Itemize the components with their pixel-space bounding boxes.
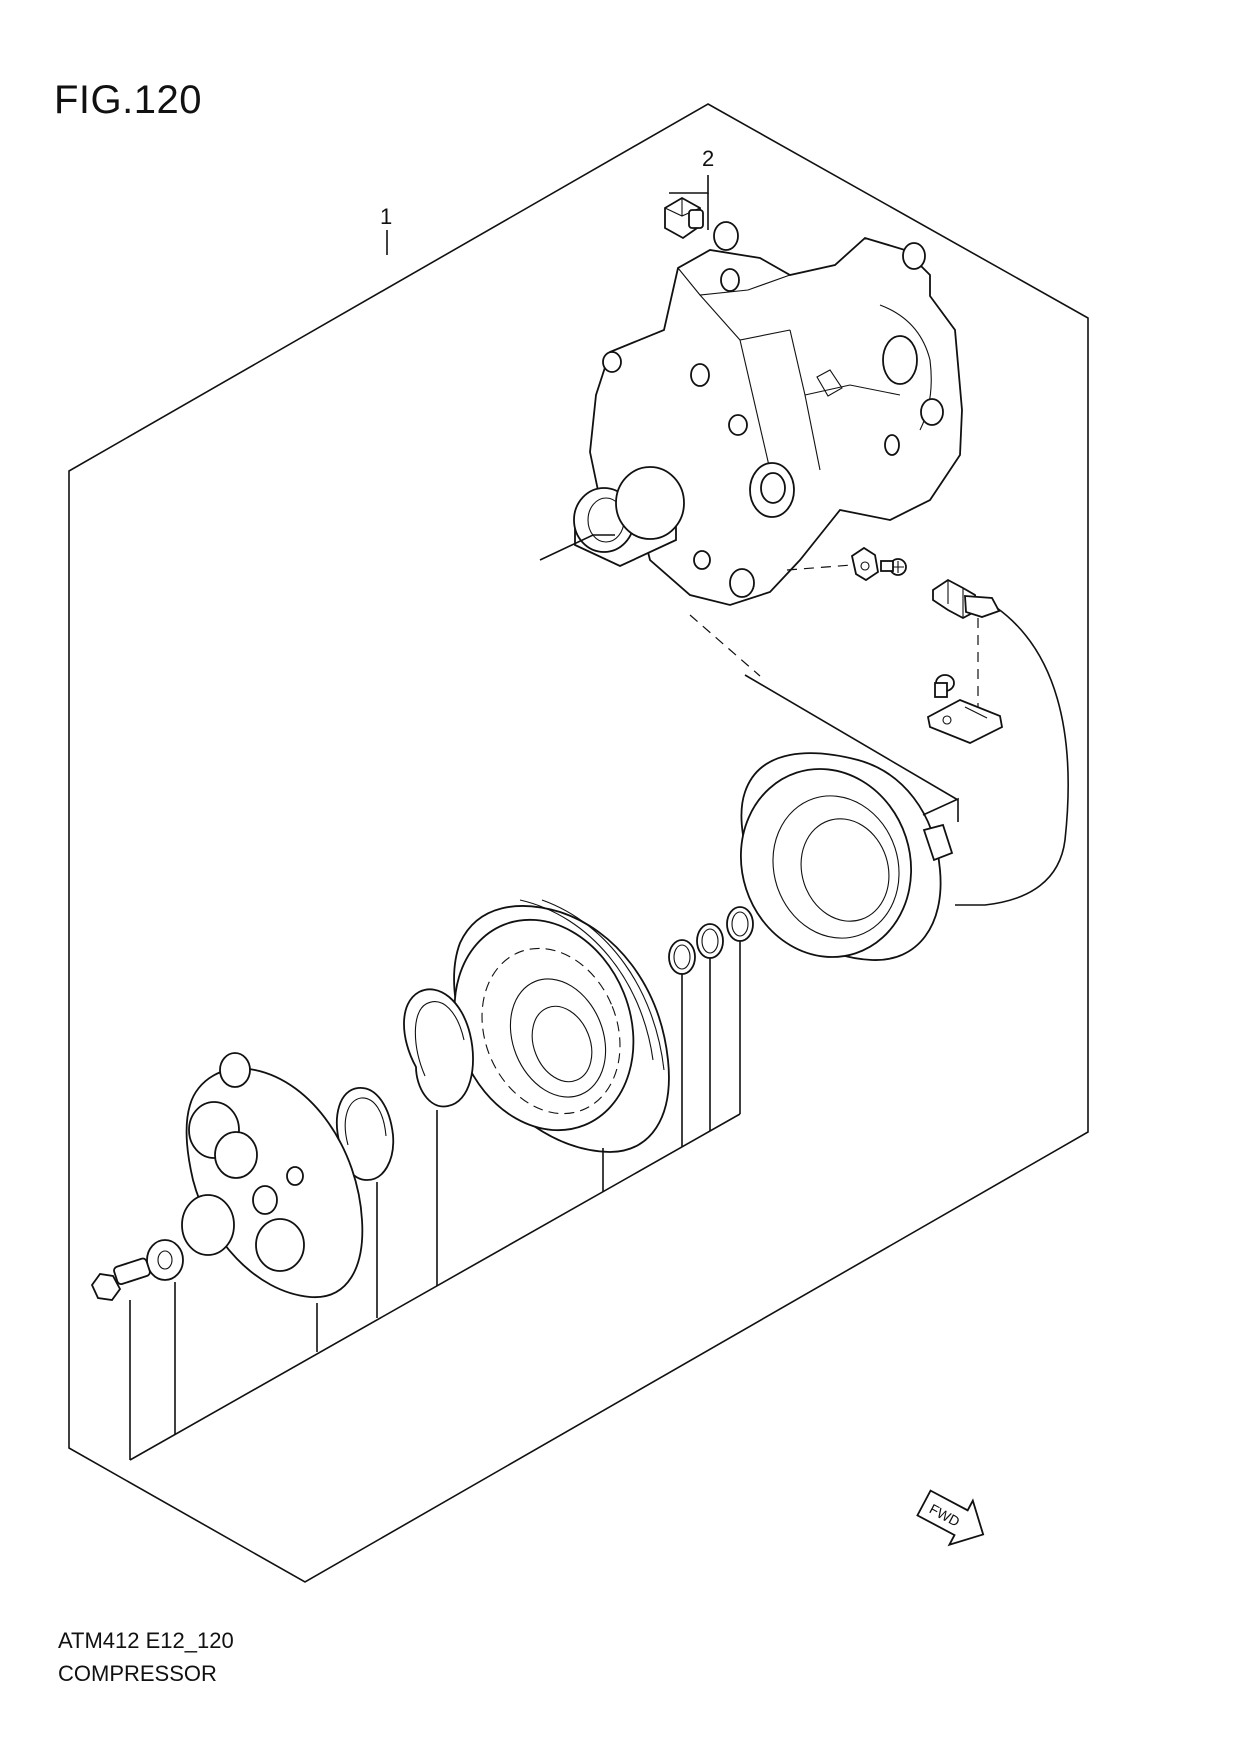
- clutch-coil: [739, 752, 954, 961]
- callout-number-1: 1: [380, 204, 392, 229]
- snap-ring-large: [403, 988, 474, 1108]
- dash-guide-bracket: [786, 564, 853, 571]
- dash-guide-shaft: [689, 614, 761, 677]
- valve-o-ring: [713, 221, 739, 251]
- callout-number-2: 2: [702, 146, 714, 171]
- sensor-screw: [934, 674, 955, 698]
- sensor-connector: [932, 578, 1069, 906]
- sensor-plate: [926, 699, 1004, 744]
- armature-plate: [181, 1052, 364, 1298]
- upper-assembly-leader: [539, 534, 615, 561]
- plate-bolt: [90, 1257, 151, 1301]
- valve-part: [664, 196, 704, 240]
- assembly-frame: [68, 103, 1089, 1583]
- callout-leader-2: [669, 175, 709, 194]
- small-bracket: [850, 546, 879, 582]
- bracket-screw: [880, 558, 907, 576]
- fwd-arrow-icon: FWD: [916, 1489, 985, 1547]
- coil-leader: [922, 797, 959, 822]
- footer-code: ATM412 E12_120: [58, 1628, 234, 1653]
- coil-assembly-leader: [744, 674, 959, 801]
- lower-leader-main: [129, 1113, 741, 1461]
- compressor-shaft: [573, 466, 685, 567]
- figure-title: FIG.120: [54, 78, 203, 122]
- footer-title: COMPRESSOR: [58, 1661, 217, 1686]
- plate-washer: [146, 1239, 184, 1281]
